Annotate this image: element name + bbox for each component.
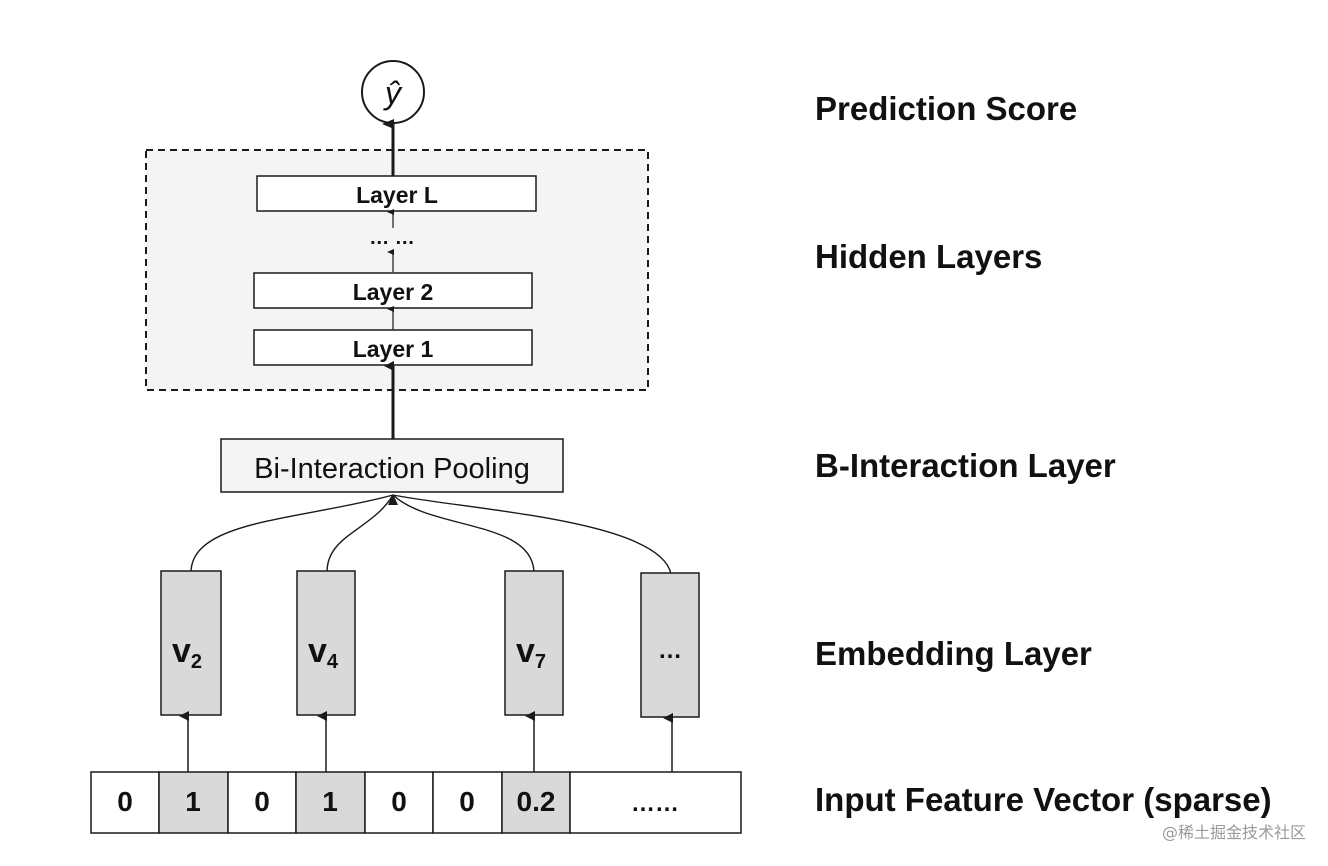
embedding-v4: v4 (296, 570, 356, 716)
input-cell-5 (364, 771, 434, 834)
embedding-v7-base: v (516, 632, 535, 670)
embedding-v7-label: v7 (516, 632, 546, 673)
ellipsis-connection (392, 494, 672, 575)
interaction-layer-label: B-Interaction Layer (815, 447, 1116, 484)
input-cell-4-label: 1 (322, 786, 338, 817)
v7-connection (392, 494, 535, 573)
embedding-ellipsis: … (640, 572, 700, 718)
layer-1-label: Layer 1 (353, 336, 434, 362)
watermark: @稀土掘金技术社区 (1162, 823, 1306, 842)
input-cell-6 (432, 771, 503, 834)
embedding-layer-label: Embedding Layer (815, 635, 1092, 672)
pooling-label: Bi-Interaction Pooling (254, 453, 530, 485)
pooling-box (220, 438, 564, 493)
input-cell-2 (158, 771, 229, 834)
input-cell-7-label: 0.2 (517, 786, 556, 817)
embedding-ellipsis-label: … (658, 637, 682, 664)
embedding-v7-box (504, 570, 564, 716)
embedding-v2-box (160, 570, 222, 716)
layer-labels: Prediction Score Hidden Layers B-Interac… (815, 90, 1272, 818)
embedding-layer: v2 v4 v7 … (160, 570, 700, 718)
input-cell-6-label: 0 (459, 786, 475, 817)
v4-connection (326, 494, 394, 573)
pooling-input-arrowhead (388, 494, 398, 505)
output-symbol: ŷ (383, 75, 403, 111)
input-vector-label: Input Feature Vector (sparse) (815, 781, 1272, 818)
input-cell-3 (227, 771, 297, 834)
embedding-v2-label: v2 (172, 632, 202, 673)
embedding-v2-base: v (172, 632, 191, 670)
embedding-v4-sub: 4 (327, 651, 339, 673)
layer-l-box (256, 175, 537, 212)
bi-interaction-pooling-node: Bi-Interaction Pooling (220, 438, 564, 493)
input-cell-1-label: 0 (117, 786, 133, 817)
output-node: ŷ (361, 60, 425, 124)
input-cell-8 (569, 771, 742, 834)
embedding-v7-sub: 7 (535, 651, 546, 673)
input-cell-5-label: 0 (391, 786, 407, 817)
embedding-v7: v7 (504, 570, 564, 716)
embedding-v4-label: v4 (308, 632, 339, 673)
input-feature-vector: 0 1 0 1 0 0 0.2 …… (90, 771, 742, 834)
layer-2-label: Layer 2 (353, 279, 434, 305)
embedding-v4-base: v (308, 632, 327, 670)
embedding-v2-sub: 2 (191, 651, 202, 673)
v2-connection (190, 494, 394, 573)
hidden-layers-panel: Layer L … … Layer 2 Layer 1 (145, 119, 649, 391)
input-cell-2-label: 1 (185, 786, 201, 817)
hidden-layers-label: Hidden Layers (815, 238, 1042, 275)
embedding-to-pooling-connections (190, 494, 672, 575)
embedding-v2: v2 (160, 570, 222, 716)
input-cell-3-label: 0 (254, 786, 270, 817)
layers-ellipsis: … … (369, 227, 415, 249)
input-cell-8-label: …… (631, 790, 679, 817)
prediction-score-label: Prediction Score (815, 90, 1077, 127)
layer-l-label: Layer L (356, 182, 438, 208)
input-to-embedding-arrows (179, 711, 673, 772)
